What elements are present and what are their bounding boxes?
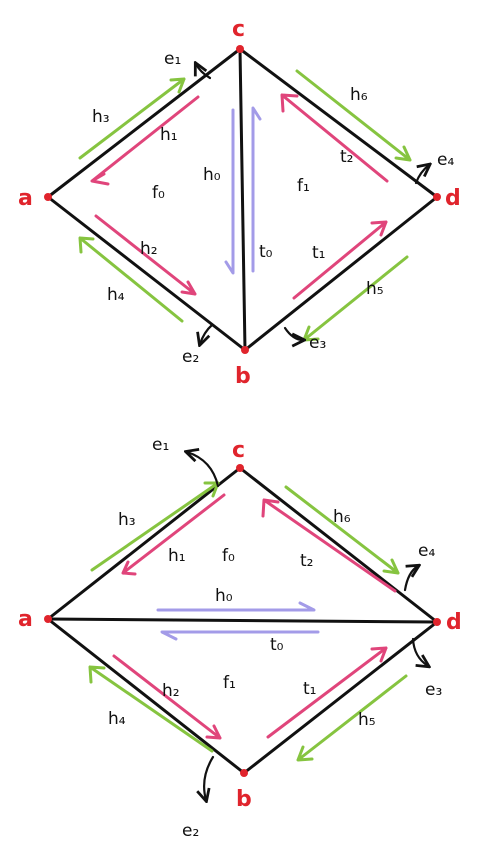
halfedge-h5-label: h₅ [366, 279, 384, 299]
vertex-b-label: b [235, 364, 251, 389]
halfedge-h3-arrow [78, 77, 186, 160]
edge-e3-marker [283, 326, 303, 340]
edge-b-a [46, 195, 247, 352]
halfedge-h0-arrow [156, 601, 316, 612]
vertex-d-dot [433, 193, 441, 201]
edge-c-d [238, 466, 439, 624]
edge-e4-label: e₄ [437, 150, 454, 170]
halfedge-t2-arrow [261, 498, 397, 593]
vertex-c-label: c [232, 438, 245, 463]
edge-e2-label: e₂ [182, 821, 199, 841]
edge-e1-label: e₁ [152, 435, 169, 455]
halfedge-h2-label: h₂ [162, 681, 180, 701]
vertex-a-dot [44, 615, 52, 623]
halfedge-h0-arrow [224, 108, 235, 275]
vertex-b-label: b [236, 787, 252, 812]
halfedge-h4-arrow [88, 665, 214, 753]
vertex-b-dot [241, 346, 249, 354]
twin-t1-label: t₁ [303, 679, 316, 699]
halfedge-h6-arrow [295, 69, 412, 162]
vertex-b-dot [240, 769, 248, 777]
edge-d-b [242, 620, 439, 775]
halfedge-h1-arrow [90, 95, 200, 186]
halfedge-t1-arrow [292, 220, 388, 300]
halfedge-h3-label: h₃ [92, 107, 110, 127]
halfedge-h2-label: h₂ [140, 239, 158, 259]
halfedge-h6-label: h₆ [333, 507, 351, 527]
vertex-c-dot [236, 464, 244, 472]
twin-t1-label: t₁ [312, 243, 325, 263]
edge-e4-label: e₄ [418, 541, 435, 561]
halfedge-h0-label: h₀ [203, 165, 221, 185]
edge-e3-marker [411, 637, 428, 666]
halfedge-h2-arrow [94, 214, 197, 296]
edge-e2-label: e₂ [182, 347, 199, 367]
edge-e2-marker [200, 323, 214, 344]
vertex-d-label: d [445, 186, 461, 211]
vertex-d-label: d [446, 610, 462, 635]
halfedge-h3-label: h₃ [118, 510, 136, 530]
edge-d-b [243, 195, 439, 352]
vertex-a-label: a [18, 607, 33, 632]
face-f0-label: f₀ [222, 546, 235, 566]
twin-t2-label: t₂ [340, 147, 353, 167]
edge-a-c [46, 466, 242, 621]
twin-t2-label: t₂ [300, 551, 313, 571]
halfedge-h4-label: h₄ [107, 285, 125, 305]
halfedge-h3-arrow [90, 481, 220, 572]
vertex-c-label: c [232, 17, 245, 42]
edge-e1-label: e₁ [164, 49, 181, 69]
halfedge-h4-label: h₄ [108, 709, 126, 729]
vertex-c-dot [236, 45, 244, 53]
halfedge-h5-label: h₅ [358, 710, 376, 730]
face-f1-label: f₁ [223, 673, 236, 693]
edge-e4-marker [414, 165, 429, 185]
top-diagram: a b c d e₁ e₂ e₃ e₄ h₃ h₁ h₂ h₄ h₀ h₆ h₅… [18, 17, 461, 389]
edge-b-a [46, 617, 246, 775]
halfedge-h1-label: h₁ [160, 125, 178, 145]
edge-a-d [46, 617, 439, 624]
edge-c-b [238, 47, 247, 352]
edge-e3-label: e₃ [425, 680, 442, 700]
halfedge-h2-arrow [112, 654, 222, 740]
edge-a-c [46, 47, 242, 199]
edge-e3-label: e₃ [309, 333, 326, 353]
edge-e1-marker [196, 64, 212, 80]
vertex-a-dot [44, 193, 52, 201]
face-f1-label: f₁ [297, 176, 310, 196]
halfedge-t2-arrow [280, 93, 389, 183]
halfedge-t0-arrow [160, 630, 320, 641]
vertex-d-dot [433, 618, 441, 626]
halfedge-h4-arrow [78, 236, 184, 323]
edge-e1-marker [187, 452, 220, 488]
vertex-a-label: a [18, 186, 33, 211]
halfedge-h0-label: h₀ [215, 586, 233, 606]
halfedge-h6-label: h₆ [350, 85, 368, 105]
halfedge-t0-arrow [251, 106, 262, 273]
halfedge-h5-arrow [302, 255, 409, 342]
bottom-diagram: a b c d e₁ e₂ e₃ e₄ h₃ h₁ h₀ h₂ h₄ h₆ h₅… [18, 435, 462, 841]
halfedge-h1-label: h₁ [168, 546, 186, 566]
edge-c-d [238, 47, 439, 199]
edge-e2-marker [204, 755, 215, 800]
twin-t0-label: t₀ [270, 635, 284, 655]
halfedge-t1-arrow [266, 646, 388, 739]
twin-t0-label: t₀ [259, 242, 273, 262]
halfedge-h6-arrow [284, 485, 400, 575]
halfedge-h1-arrow [121, 493, 226, 576]
halfedge-h5-arrow [296, 674, 408, 762]
face-f0-label: f₀ [152, 183, 165, 203]
edge-e4-marker [403, 566, 418, 592]
